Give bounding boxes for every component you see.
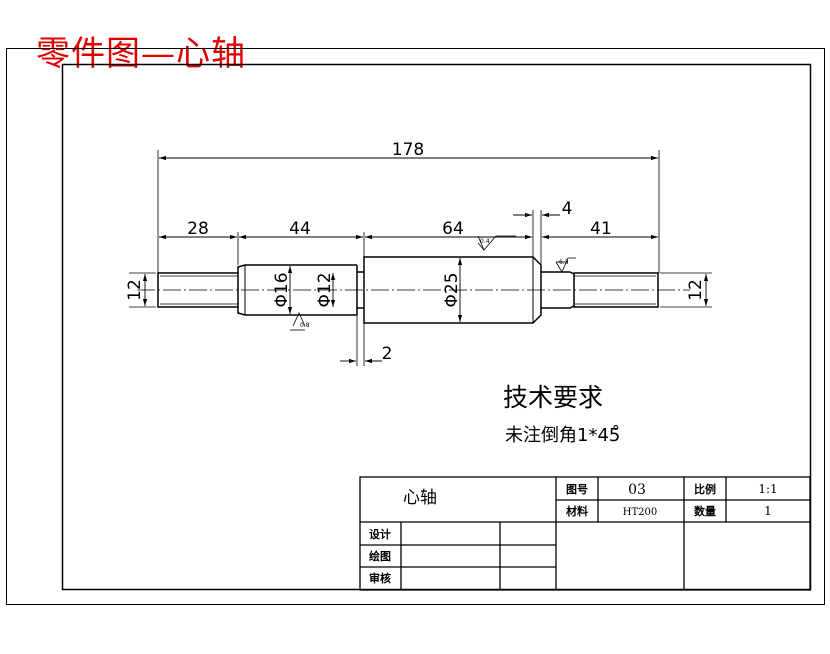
dim-overall-length: 178 — [392, 140, 424, 160]
dim-groove-width: 2 — [382, 344, 393, 364]
tech-requirements-note: 未注倒角1*45̊ — [505, 425, 620, 446]
roughness-symbol-1 — [477, 235, 516, 251]
drawing-heading: 零件图—心轴 — [36, 34, 246, 74]
roughness-symbol-2 — [290, 312, 306, 331]
title-block-scale-label: 比例 — [694, 482, 716, 496]
title-block — [359, 476, 811, 591]
title-block-material-label: 材料 — [566, 504, 588, 518]
dim-chamfer-width: 4 — [562, 199, 573, 219]
extension-lines — [129, 150, 712, 366]
title-block-qty: 1 — [764, 504, 772, 518]
shaft-outline — [157, 256, 659, 324]
roughness-symbol-3 — [555, 257, 576, 273]
dim-dia16: Φ16 — [272, 272, 292, 307]
title-block-draw-label: 绘图 — [369, 549, 391, 563]
title-block-material: HT200 — [623, 507, 657, 518]
title-block-scale: 1:1 — [758, 482, 777, 496]
roughness-value-3: 6.3 — [559, 259, 569, 266]
dim-right-thread-dia: 12 — [686, 279, 706, 301]
dim-seg1: 28 — [187, 219, 209, 239]
dimension-lines — [142, 155, 709, 364]
dim-dia25: Φ25 — [442, 272, 462, 307]
dim-seg3: 64 — [442, 219, 464, 239]
title-block-drawing-no: 03 — [628, 482, 646, 498]
title-block-qty-label: 数量 — [694, 504, 716, 518]
dim-left-thread-dia: 12 — [125, 279, 145, 301]
title-block-design-label: 设计 — [369, 527, 391, 541]
roughness-value-1: 0.4 — [480, 238, 490, 245]
title-block-drawing-no-label: 图号 — [566, 483, 588, 496]
outer-border — [6, 48, 825, 605]
title-block-part-name: 心轴 — [403, 488, 437, 508]
dim-dia12: Φ12 — [315, 272, 335, 307]
tech-requirements-title: 技术要求 — [503, 383, 603, 412]
roughness-value-2: 0.8 — [300, 322, 310, 329]
dim-seg2: 44 — [289, 219, 311, 239]
title-block-review-label: 审核 — [369, 571, 391, 585]
dim-seg4: 41 — [590, 219, 612, 239]
